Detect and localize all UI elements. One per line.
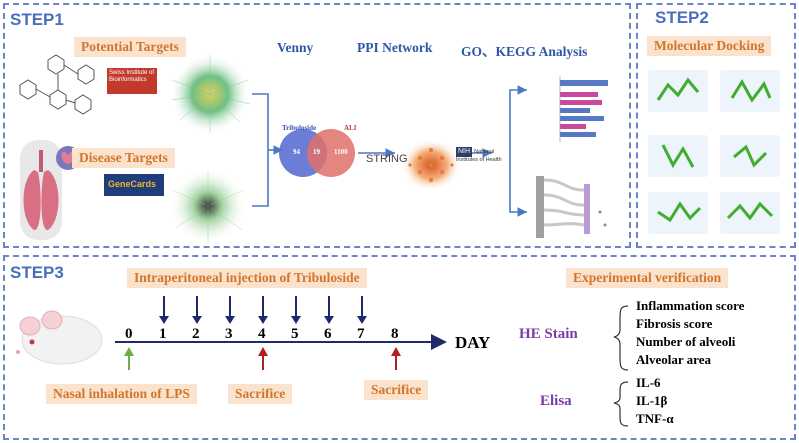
he-item-3: Alveolar area	[636, 352, 711, 367]
day-4: 4	[258, 326, 266, 342]
lps-arrow	[124, 347, 134, 370]
he-item-2: Number of alveoli	[636, 334, 736, 349]
he-item-0: Inflammation score	[636, 298, 745, 313]
day-1: 1	[159, 326, 167, 342]
nasal-lps-label: Nasal inhalation of LPS	[46, 384, 197, 404]
disease-targets-label: Disease Targets	[72, 148, 175, 168]
day-axis-label: DAY	[455, 333, 491, 352]
go-enrichment-thumbnail	[559, 76, 608, 142]
day-5: 5	[291, 326, 299, 342]
step2-title: STEP2	[655, 8, 709, 27]
elisa-item-1: IL-1β	[636, 393, 668, 408]
day-8: 8	[391, 326, 399, 342]
string-logo: STRING	[366, 153, 408, 165]
injection-arrows	[163, 296, 363, 318]
docking-image-3	[648, 135, 708, 177]
lung-illustration-icon	[20, 140, 80, 240]
step3-title: STEP3	[10, 263, 64, 282]
venn-right-label: ALI	[344, 124, 357, 132]
go-kegg-label: GO、KEGG Analysis	[461, 44, 588, 59]
venn-left-label: Tribuloside	[282, 124, 317, 132]
split-connector	[509, 85, 527, 217]
ppi-network-label: PPI Network	[357, 40, 433, 55]
kegg-sankey-thumbnail	[536, 176, 607, 238]
merge-connector	[252, 93, 283, 207]
step1-title: STEP1	[10, 10, 64, 29]
injection-label: Intraperitoneal injection of Tribuloside	[127, 268, 367, 288]
day-2: 2	[192, 326, 200, 342]
potential-targets-label: Potential Targets	[74, 37, 186, 57]
venn-diagram	[279, 129, 355, 177]
experimental-verification-label: Experimental verification	[566, 268, 729, 288]
molecular-docking-label: Molecular Docking	[647, 36, 772, 56]
day-7: 7	[357, 326, 365, 342]
genecards-logo: GeneCards	[104, 174, 164, 196]
elisa-label: Elisa	[540, 393, 572, 409]
sib-logo: Swiss Institute of Bioinformatics	[107, 68, 157, 94]
venn-right-count: 1100	[334, 148, 348, 156]
he-stain-label: HE Stain	[519, 326, 578, 342]
elisa-item-0: IL-6	[636, 375, 661, 390]
mouse-illustration-icon	[16, 310, 103, 365]
docking-image-1	[648, 70, 708, 112]
verification-brackets	[613, 305, 629, 427]
sacrifice-arrow-day8	[391, 347, 401, 370]
day-3: 3	[225, 326, 233, 342]
venny-label: Venny	[277, 40, 314, 55]
docking-image-5	[648, 192, 708, 234]
venn-left-count: 94	[293, 148, 300, 156]
docking-image-2	[720, 70, 780, 112]
elisa-item-2: TNF-α	[636, 411, 674, 426]
docking-image-4	[720, 135, 780, 177]
day-0: 0	[125, 326, 133, 342]
sacrifice-arrow-day4	[258, 347, 268, 370]
docking-image-6	[720, 192, 780, 234]
sacrifice-day4-label: Sacrifice	[228, 384, 293, 404]
venn-mid-count: 19	[313, 148, 320, 156]
day-6: 6	[324, 326, 332, 342]
sacrifice-day8-label: Sacrifice	[364, 380, 429, 400]
molecule-structure-icon	[19, 54, 95, 115]
he-item-1: Fibrosis score	[636, 316, 713, 331]
